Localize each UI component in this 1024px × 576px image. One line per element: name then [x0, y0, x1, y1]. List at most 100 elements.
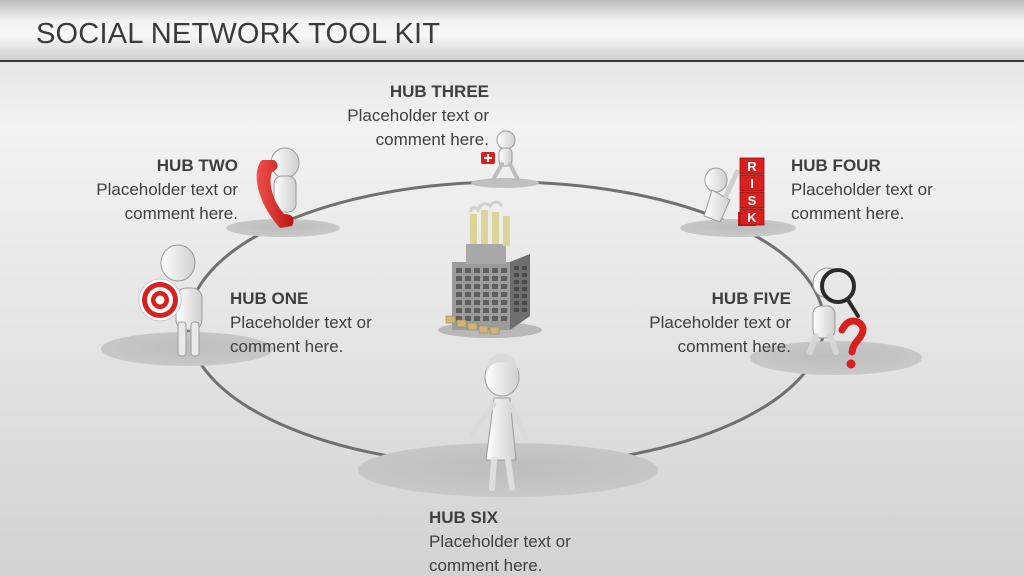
factory-window	[501, 268, 507, 273]
factory-window	[501, 308, 507, 313]
hub-six-text-line2: comment here.	[429, 556, 543, 575]
factory-window	[474, 292, 480, 297]
risk-block-letter: K	[747, 210, 757, 225]
factory-window	[456, 284, 462, 289]
first-aid-runner-icon	[481, 130, 520, 182]
factory-window	[465, 300, 471, 305]
factory-window	[522, 294, 527, 298]
factory-window	[474, 300, 480, 305]
hub-two-label: HUB TWO Placeholder text or comment here…	[96, 154, 238, 226]
factory-window	[514, 287, 519, 291]
factory-window	[456, 308, 462, 313]
factory-window	[456, 268, 462, 273]
factory-window	[474, 308, 480, 313]
risk-block	[739, 208, 765, 226]
factory-window	[474, 316, 480, 321]
factory-window	[514, 266, 519, 270]
hub-one-text-line2: comment here.	[230, 337, 344, 356]
risk-block	[739, 157, 765, 175]
factory-window	[492, 284, 498, 289]
factory-window	[465, 276, 471, 281]
factory-window	[492, 316, 498, 321]
hub-four-name: HUB FOUR	[791, 156, 881, 175]
hub-one-label: HUB ONE Placeholder text or comment here…	[230, 287, 372, 359]
hub-six-label: HUB SIX Placeholder text or comment here…	[429, 506, 571, 576]
factory-window	[483, 284, 489, 289]
hub-four-text-line1: Placeholder text or	[791, 180, 933, 199]
factory-window	[483, 268, 489, 273]
factory-window	[465, 308, 471, 313]
hub-five-name: HUB FIVE	[711, 289, 791, 308]
factory-window	[483, 316, 489, 321]
hub-four-label: HUB FOUR Placeholder text or comment her…	[791, 154, 933, 226]
factory-window	[456, 300, 462, 305]
hub-two-platform	[226, 219, 340, 237]
title-bar: SOCIAL NETWORK TOOL KIT	[0, 0, 1024, 62]
factory-window	[514, 294, 519, 298]
factory-window	[522, 280, 527, 284]
factory-window	[501, 292, 507, 297]
factory-window	[492, 308, 498, 313]
factory-window	[522, 301, 527, 305]
risk-blocks-figure-icon	[703, 167, 756, 226]
factory-window	[492, 292, 498, 297]
slide-title: SOCIAL NETWORK TOOL KIT	[36, 18, 441, 50]
factory-window	[465, 268, 471, 273]
hub-one-name: HUB ONE	[230, 289, 309, 308]
factory-window	[514, 308, 519, 312]
factory-window	[483, 300, 489, 305]
hub-four-text-line2: comment here.	[791, 204, 905, 223]
factory-window	[492, 268, 498, 273]
factory-window	[514, 280, 519, 284]
risk-block-letter: S	[748, 193, 757, 208]
hub-six-text-line1: Placeholder text or	[429, 532, 571, 551]
risk-block	[739, 191, 765, 209]
risk-block	[739, 174, 765, 192]
hub-five-platform	[750, 341, 922, 375]
woman-figure-icon	[469, 354, 529, 491]
hub-three-name: HUB THREE	[389, 82, 489, 101]
factory-window	[483, 276, 489, 281]
hub-three-platform	[471, 178, 539, 188]
factory-window	[456, 276, 462, 281]
hub-two-name: HUB TWO	[156, 156, 238, 175]
telephone-figure-icon	[256, 147, 300, 228]
factory-window	[483, 292, 489, 297]
hub-six-name: HUB SIX	[429, 508, 498, 527]
factory-window	[522, 308, 527, 312]
factory-building-icon	[438, 200, 542, 338]
factory-window	[501, 276, 507, 281]
factory-window	[483, 308, 489, 313]
magnifier-question-figure-icon	[807, 267, 867, 369]
factory-window	[514, 273, 519, 277]
factory-window	[474, 284, 480, 289]
hub-one-platform	[101, 332, 273, 366]
risk-block-letter: I	[750, 176, 754, 191]
factory-window	[501, 300, 507, 305]
risk-block-letter: R	[747, 159, 757, 174]
factory-window	[522, 287, 527, 291]
hub-five-label: HUB FIVE Placeholder text or comment her…	[649, 287, 791, 359]
factory-window	[465, 316, 471, 321]
factory-window	[522, 266, 527, 270]
hub-two-text-line1: Placeholder text or	[96, 180, 238, 199]
factory-windows	[456, 266, 527, 321]
hub-three-text-line1: Placeholder text or	[347, 106, 489, 125]
factory-window	[474, 276, 480, 281]
factory-window	[514, 301, 519, 305]
factory-window	[501, 284, 507, 289]
target-figure-icon	[138, 244, 203, 357]
hub-four-platform	[680, 219, 796, 237]
hub-five-text-line1: Placeholder text or	[649, 313, 791, 332]
factory-window	[522, 273, 527, 277]
hub-five-text-line2: comment here.	[677, 337, 791, 356]
factory-window	[501, 316, 507, 321]
hub-three-label: HUB THREE Placeholder text or comment he…	[347, 80, 489, 152]
hub-three-text-line2: comment here.	[375, 130, 489, 149]
factory-window	[465, 284, 471, 289]
hub-two-text-line2: comment here.	[124, 204, 238, 223]
factory-window	[474, 268, 480, 273]
